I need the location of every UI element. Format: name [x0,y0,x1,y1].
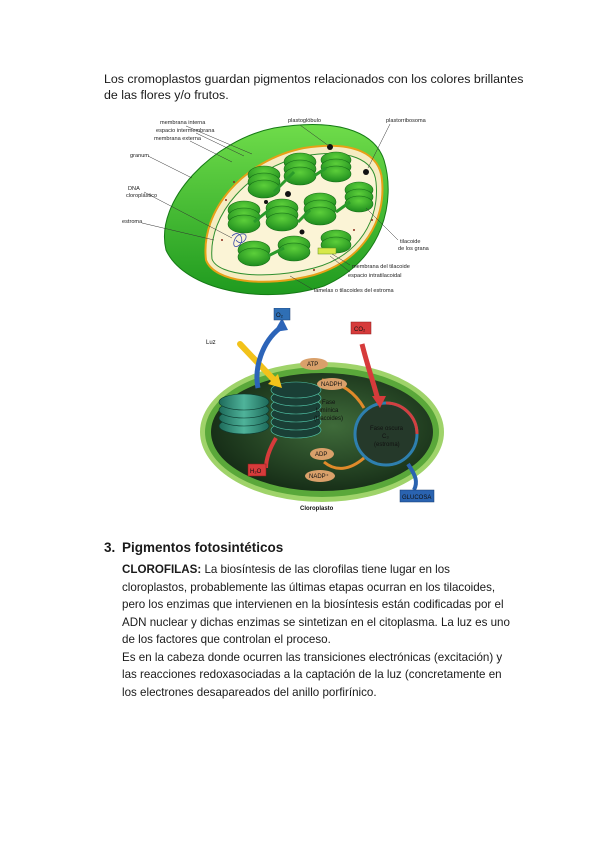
label-plastoglobulo: plastoglóbulo [288,118,321,124]
label-nadph: NADPH [321,382,342,388]
label-fase-oscura-1: Fase oscura [370,426,404,432]
label-fase-luminica-3: (tilacoides) [314,416,343,422]
label-membrana-externa: membrana externa [154,136,202,142]
paragraph-1-text: La biosíntesis de las clorofilas tiene l… [122,563,510,646]
label-membrana-tilacoide: membrana del tilacoide [352,264,410,270]
section-number: 3. [104,540,116,555]
label-co2: CO₂ [354,327,366,333]
label-dna-cloroplastico: cloroplástico [126,193,157,199]
label-membrana-interna: membrana interna [160,120,206,126]
term-clorofilas: CLOROFILAS: [122,563,202,576]
label-lamelas: lamelas o tilacoides del estroma [314,288,394,294]
label-granum: granum [130,153,149,159]
label-fase-luminica-2: lumínica [316,408,339,414]
label-luz: Luz [206,340,216,346]
label-plastorribosoma: plastorribosoma [386,118,427,124]
label-nadp: NADP⁺ [309,473,329,480]
section-title: Pigmentos fotosintéticos [122,540,284,555]
paragraph-2: Es en la cabeza donde ocurren las transi… [122,650,503,699]
label-fase-oscura-2: C₃ [382,434,389,440]
label-espacio-intermembrana: espacio intermembrana [156,128,215,134]
label-espacio-intratilacoidal: espacio intratilacoidal [348,273,401,279]
label-fase-oscura-3: (estroma) [374,442,400,448]
label-fase-luminica-1: Fase [322,400,336,406]
label-adp: ADP [315,452,327,458]
label-o2: O₂ [276,313,284,319]
label-h2o: H₂O [250,469,262,475]
label-estroma: estroma [122,219,143,225]
label-dna: DNA [128,186,140,192]
chloroplast-structure-diagram: membrana interna espacio intermembrana m… [122,118,430,296]
label-cloroplasto: Cloroplasto [300,506,334,512]
section-body: CLOROFILAS: La biosíntesis de las clorof… [122,561,518,701]
intro-paragraph: Los cromoplastos guardan pigmentos relac… [104,72,524,102]
grana-stacks [227,151,374,267]
label-atp: ATP [307,362,318,368]
section-heading: 3. Pigmentos fotosintéticos [104,540,283,555]
paragraph-clorofilas: CLOROFILAS: La biosíntesis de las clorof… [122,561,518,649]
label-tilacoide: tilacoide [400,239,421,245]
label-tilacoide-grana: de los grana [398,246,430,252]
photosynthesis-diagram: O₂ CO₂ Luz ATP NADPH ADP NADP⁺ Fase lumí… [200,308,444,512]
label-glucosa: GLUCOSA [402,495,431,501]
thylakoid-stacks [218,381,322,439]
